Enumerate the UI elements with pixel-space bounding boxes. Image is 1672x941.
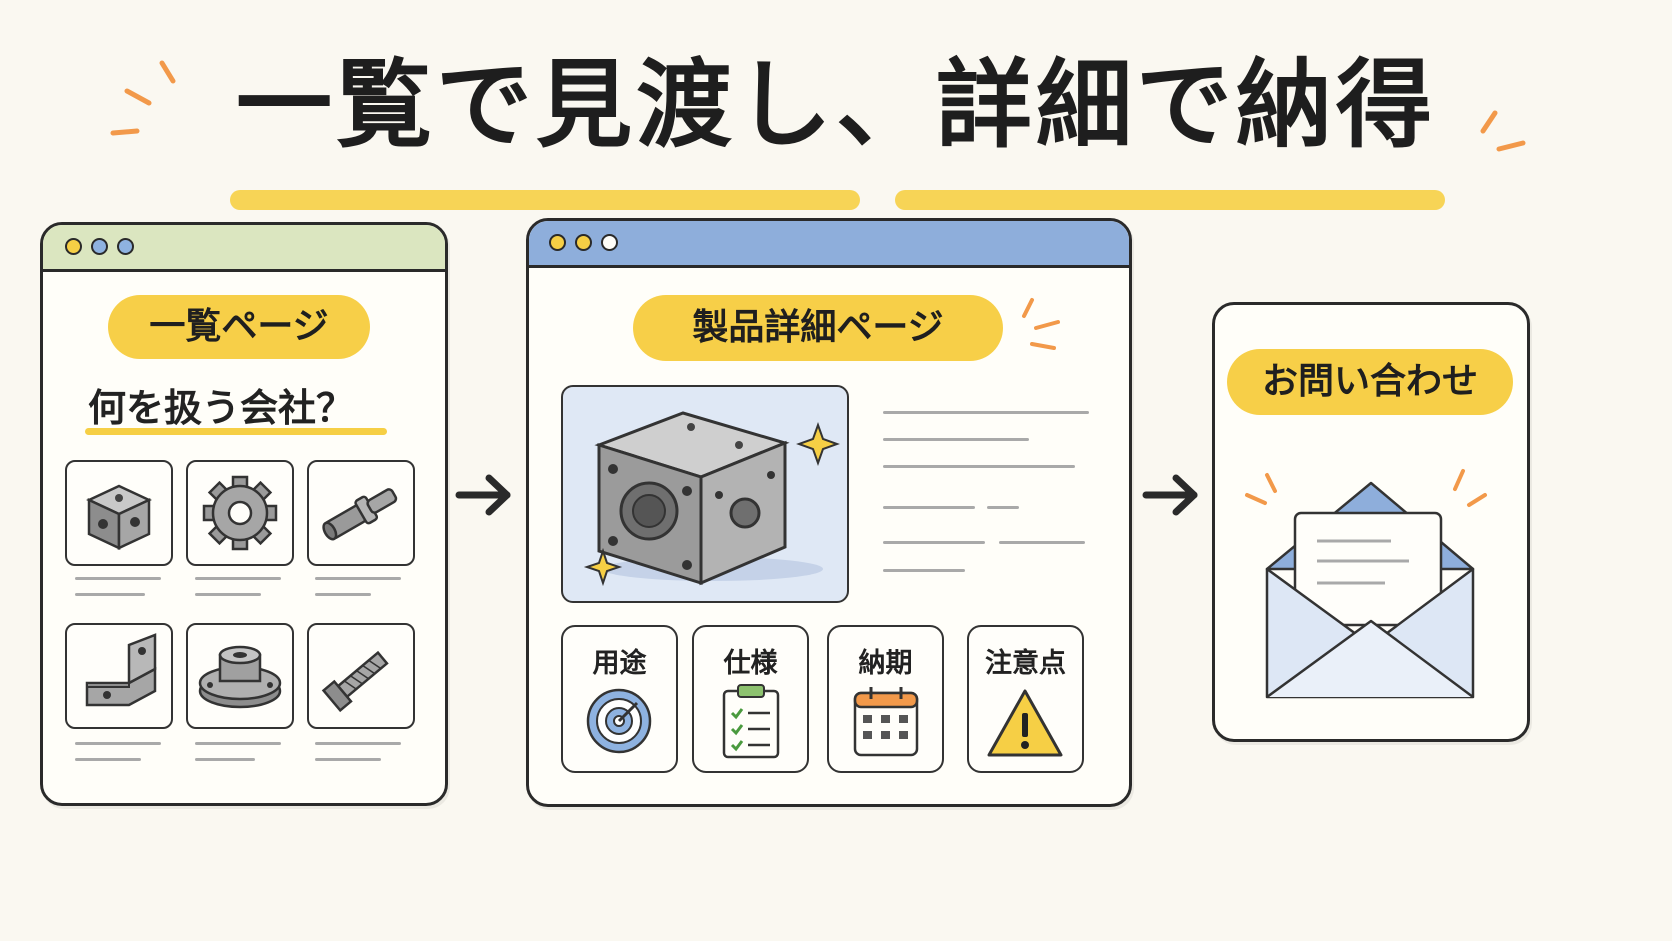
product-image [561, 385, 849, 603]
cube-block-icon [86, 484, 152, 550]
window-titlebar [43, 225, 445, 272]
bracket-icon [85, 633, 157, 707]
bolt-icon [321, 650, 389, 713]
warning-icon [987, 689, 1063, 757]
card-caution[interactable]: 注意点 [967, 625, 1084, 773]
window-dot-icon [117, 238, 134, 255]
envelope-icon [1245, 469, 1487, 699]
card-label: 用途 [592, 648, 647, 679]
text-placeholder-line [75, 758, 141, 761]
arrow-right-icon [455, 474, 511, 516]
checklist-icon [722, 684, 780, 759]
card-label: 納期 [858, 648, 913, 679]
gear-icon [202, 475, 278, 551]
window-dot-icon [91, 238, 108, 255]
card-label: 仕様 [723, 648, 778, 679]
question-underline [85, 428, 387, 435]
text-placeholder-line [195, 577, 281, 580]
text-placeholder-line [195, 742, 281, 745]
window-titlebar [529, 221, 1129, 268]
window-dot-icon [65, 238, 82, 255]
flange-icon [198, 645, 282, 709]
spark-icon [1022, 298, 1060, 350]
contact-label[interactable]: お問い合わせ [1227, 349, 1513, 415]
product-tile-flange[interactable] [186, 623, 294, 729]
spark-icon [110, 60, 176, 136]
machined-block-icon [583, 411, 840, 587]
text-placeholder-line [195, 758, 255, 761]
text-placeholder-line [883, 506, 975, 509]
window-dot-icon [549, 234, 566, 251]
list-question: 何を扱う会社？ [88, 386, 355, 430]
text-placeholder-line [987, 506, 1019, 509]
text-placeholder-line [75, 742, 161, 745]
calendar-icon [853, 687, 919, 757]
target-icon [586, 688, 652, 754]
title-underline [895, 190, 1445, 210]
card-label: 注意点 [985, 648, 1066, 679]
text-placeholder-line [315, 577, 401, 580]
text-placeholder-line [315, 593, 371, 596]
text-placeholder-line [999, 541, 1085, 544]
text-placeholder-line [75, 593, 145, 596]
arrow-right-icon [1142, 474, 1198, 516]
product-tile-bolt[interactable] [307, 623, 415, 729]
text-placeholder-line [883, 465, 1075, 468]
text-placeholder-line [315, 758, 381, 761]
text-placeholder-line [315, 742, 401, 745]
title-area [0, 40, 1672, 210]
list-page-label: 一覧ページ [108, 295, 370, 359]
text-placeholder-line [75, 577, 161, 580]
product-tile-cube[interactable] [65, 460, 173, 566]
list-page-window: 一覧ページ 何を扱う会社？ [40, 222, 448, 806]
title-underline [230, 190, 860, 210]
text-placeholder-line [883, 411, 1089, 414]
shaft-icon [322, 488, 398, 541]
window-dot-icon [601, 234, 618, 251]
detail-page-label: 製品詳細ページ [633, 295, 1003, 361]
card-usage[interactable]: 用途 [561, 625, 678, 773]
text-placeholder-line [883, 569, 965, 572]
text-placeholder-line [883, 438, 1029, 441]
window-dot-icon [575, 234, 592, 251]
spark-icon [1480, 110, 1526, 152]
text-placeholder-line [195, 593, 261, 596]
card-lead-time[interactable]: 納期 [827, 625, 944, 773]
product-tile-gear[interactable] [186, 460, 294, 566]
page-title: 一覧で見渡し、詳細で納得 [236, 49, 1436, 161]
product-tile-shaft[interactable] [307, 460, 415, 566]
card-spec[interactable]: 仕様 [692, 625, 809, 773]
text-placeholder-line [883, 541, 985, 544]
detail-page-window: 製品詳細ページ 用途 [526, 218, 1132, 807]
contact-window[interactable]: お問い合わせ [1212, 302, 1530, 742]
product-tile-bracket[interactable] [65, 623, 173, 729]
